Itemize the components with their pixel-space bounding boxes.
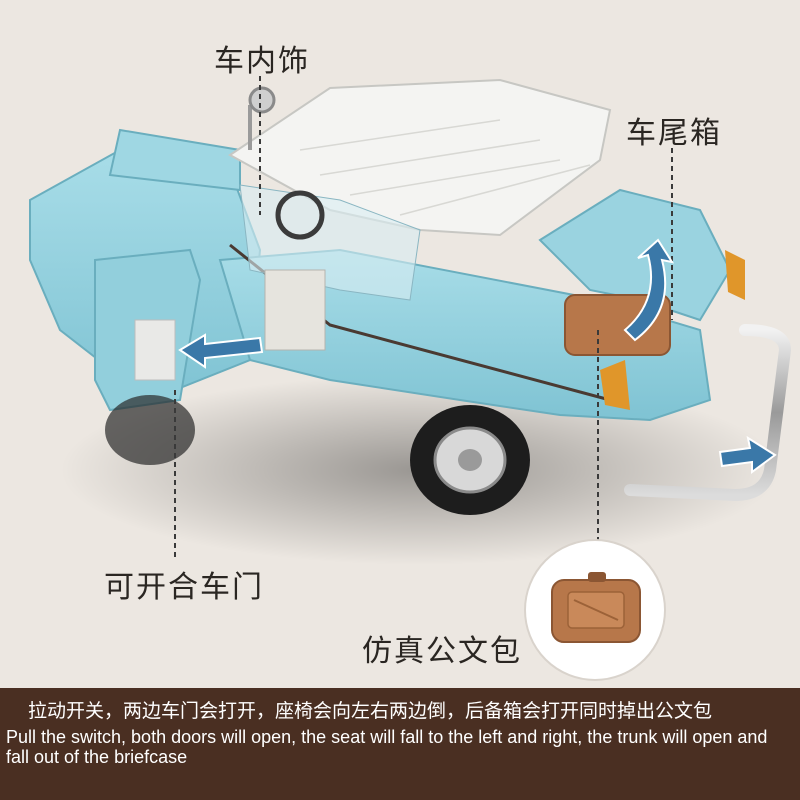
door-panel (134, 319, 176, 381)
car-side-body (218, 248, 712, 422)
tail-light-right (725, 250, 745, 300)
trunk-lid-open (538, 188, 732, 322)
car-front-hood (108, 128, 241, 192)
label-briefcase: 仿真公文包 (362, 634, 522, 669)
label-interior: 车内饰 (214, 44, 310, 79)
steering-wheel (275, 190, 325, 240)
rear-wheel (410, 405, 530, 515)
caption-english: Pull the switch, both doors will open, t… (6, 727, 768, 767)
right-arrow-icon (718, 435, 777, 474)
label-doors: 可开合车门 (104, 570, 264, 605)
caption-bar: 拉动开关，两边车门会打开，座椅会向左右两边倒，后备箱会打开同时掉出公文包 Pul… (0, 688, 800, 800)
seat-folded (264, 269, 326, 351)
left-arrow-icon (178, 333, 264, 369)
briefcase-inset (524, 539, 666, 681)
label-trunk: 车尾箱 (626, 116, 722, 151)
caption-chinese: 拉动开关，两边车门会打开，座椅会向左右两边倒，后备箱会打开同时掉出公文包 (28, 700, 713, 722)
side-mirror (248, 86, 276, 114)
front-wheel (105, 395, 195, 465)
curved-arrow-icon (623, 238, 675, 342)
rear-bumper (624, 324, 792, 502)
roof-lines (299, 119, 591, 216)
tail-light-left (600, 360, 630, 410)
toy-car-illustration (29, 76, 792, 681)
